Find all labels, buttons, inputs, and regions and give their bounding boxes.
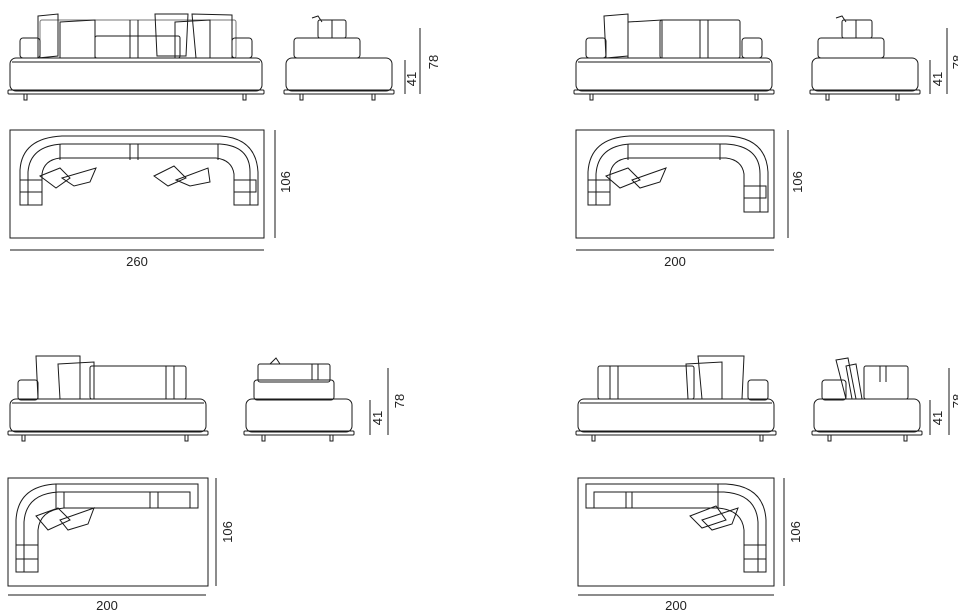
plan-view-260	[9, 129, 265, 239]
module-200-right	[575, 355, 950, 596]
seat-height-label-200-u: 41	[930, 72, 945, 86]
dimension-labels: 260 106 41 78 200 106 41 78 200 106 41 7…	[96, 55, 958, 612]
side-elevation-260	[283, 15, 395, 101]
front-elevation-260	[7, 13, 265, 101]
depth-label-200-left: 106	[220, 521, 235, 543]
module-200-left	[7, 355, 389, 596]
seat-height-label-200-left: 41	[370, 411, 385, 425]
seat-height-label-260: 41	[404, 72, 419, 86]
plan-view-200-left	[7, 477, 209, 587]
plan-view-200-u	[575, 129, 775, 239]
front-elevation-200-right	[575, 355, 777, 442]
width-label-200-left: 200	[96, 598, 118, 612]
side-elevation-200-left	[243, 357, 355, 442]
depth-label-260: 106	[278, 171, 293, 193]
total-height-label-260: 78	[426, 55, 441, 69]
side-elevation-200-u	[809, 15, 921, 101]
total-height-label-200-u: 78	[950, 55, 958, 69]
front-elevation-200-u	[573, 13, 775, 101]
depth-label-200-right: 106	[788, 521, 803, 543]
module-200-u	[573, 13, 948, 251]
module-260	[7, 13, 421, 251]
total-height-label-200-left: 78	[392, 394, 407, 408]
side-elevation-200-right	[811, 357, 923, 442]
plan-view-200-right	[577, 477, 775, 587]
total-height-label-200-right: 78	[950, 394, 958, 408]
width-label-260: 260	[126, 254, 148, 269]
width-label-200-u: 200	[664, 254, 686, 269]
width-label-200-right: 200	[665, 598, 687, 612]
front-elevation-200-left	[7, 355, 209, 442]
seat-height-label-200-right: 41	[930, 411, 945, 425]
depth-label-200-u: 106	[790, 171, 805, 193]
